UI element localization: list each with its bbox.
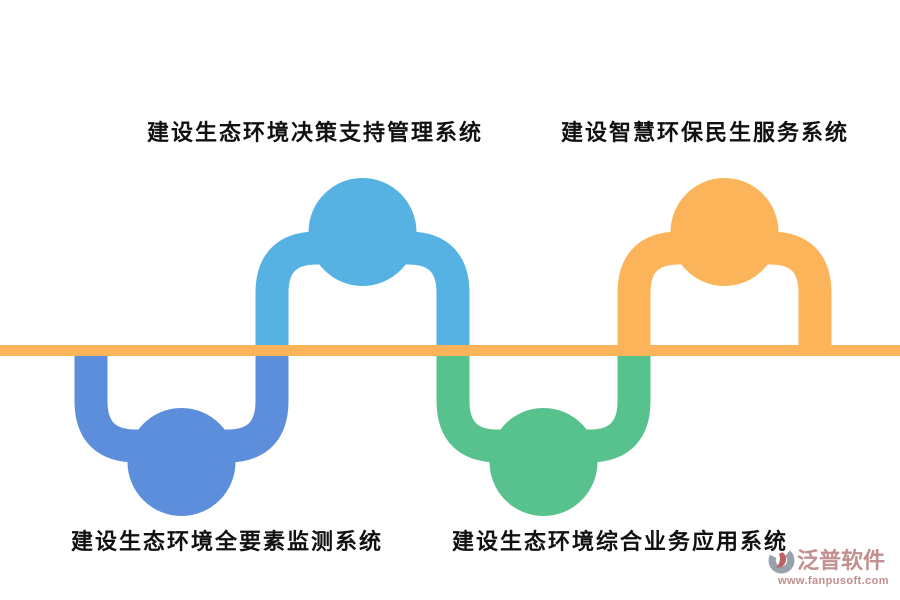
watermark: 泛普软件 www.fanpusoft.com xyxy=(768,547,894,587)
watermark-url: www.fanpusoft.com xyxy=(778,575,889,587)
fanpu-logo-icon xyxy=(768,547,795,574)
node-circle-monitoring xyxy=(127,408,236,516)
node-circle-service xyxy=(670,178,779,286)
watermark-brand: 泛普软件 xyxy=(797,548,886,573)
node-circle-decision xyxy=(308,178,417,286)
label-monitoring-system: 建设生态环境全要素监测系统 xyxy=(70,529,384,554)
label-service-system: 建设智慧环保民生服务系统 xyxy=(560,120,850,145)
timeline-axis xyxy=(0,345,900,356)
label-decision-system: 建设生态环境决策支持管理系统 xyxy=(146,120,484,145)
node-circle-business xyxy=(489,408,598,516)
label-business-system: 建设生态环境综合业务应用系统 xyxy=(451,529,789,554)
